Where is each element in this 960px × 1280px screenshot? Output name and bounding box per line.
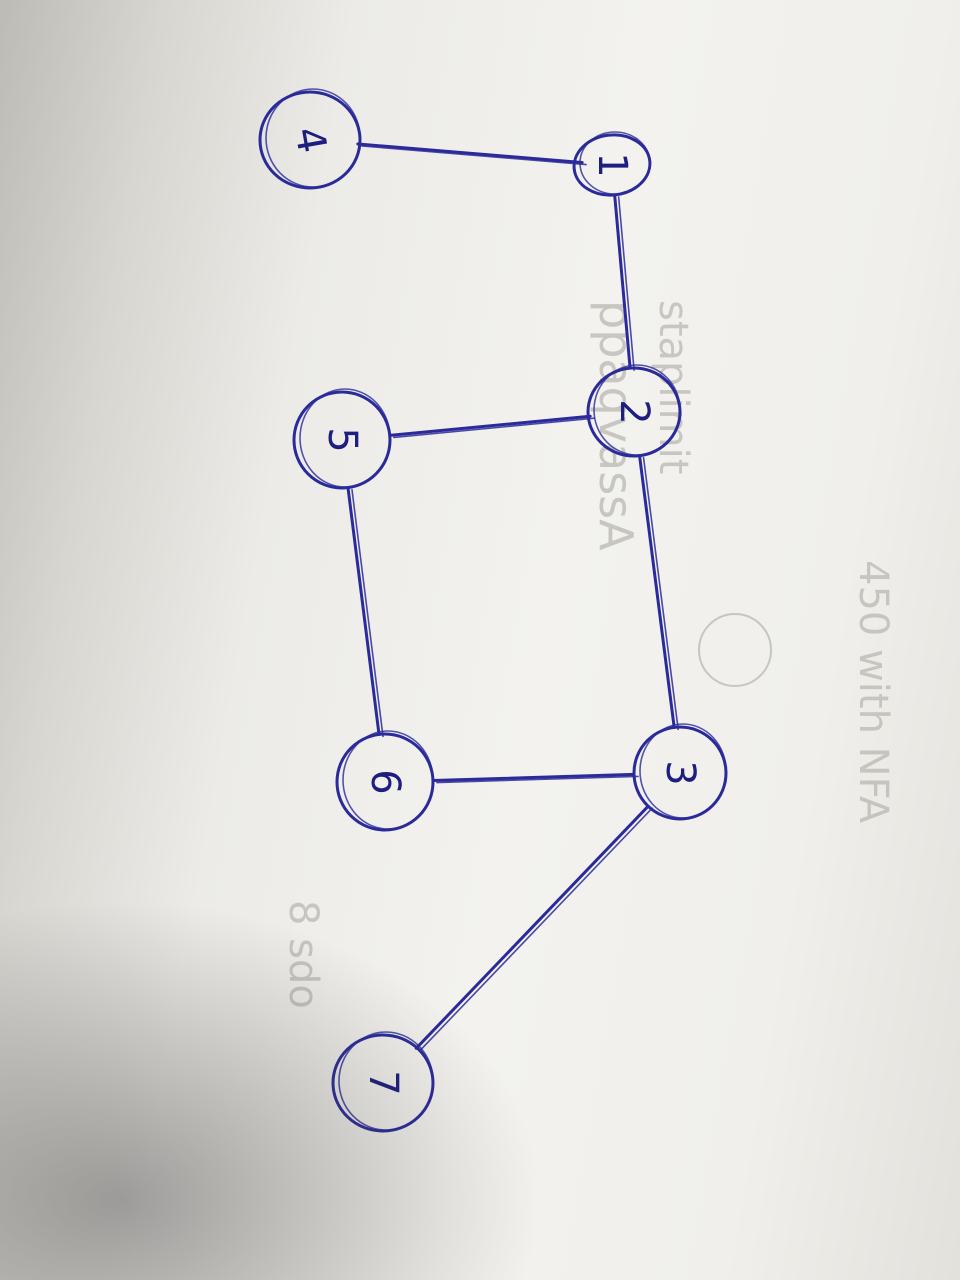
node-1: 1	[572, 131, 652, 197]
edge-n2-n5	[388, 414, 596, 439]
node-label: 4	[285, 123, 335, 156]
node-label: 1	[589, 152, 635, 177]
svg-text:450 with NFA: 450 with NFA	[850, 560, 896, 824]
node-label: 5	[319, 427, 365, 452]
edge-n1-n2	[613, 193, 635, 371]
edge-n2-n3	[638, 454, 679, 731]
node-5: 5	[292, 388, 392, 490]
node-label: 7	[360, 1070, 406, 1095]
edge-n3-n7	[414, 804, 653, 1052]
node-2: 2	[586, 364, 682, 458]
node-label: 6	[362, 769, 408, 794]
svg-text:8 sdo: 8 sdo	[280, 900, 326, 1009]
node-label: 3	[657, 760, 703, 785]
edge-n5-n6	[346, 486, 384, 738]
node-3: 3	[632, 723, 728, 821]
edge-n4-n1	[356, 142, 587, 166]
node-7: 7	[331, 1031, 435, 1133]
svg-text:ppaqvassA: ppaqvassA	[589, 300, 643, 551]
node-label: 2	[611, 399, 657, 424]
node-6: 6	[335, 730, 435, 832]
edge-n6-n3	[431, 772, 639, 784]
node-4: 4	[258, 88, 362, 190]
